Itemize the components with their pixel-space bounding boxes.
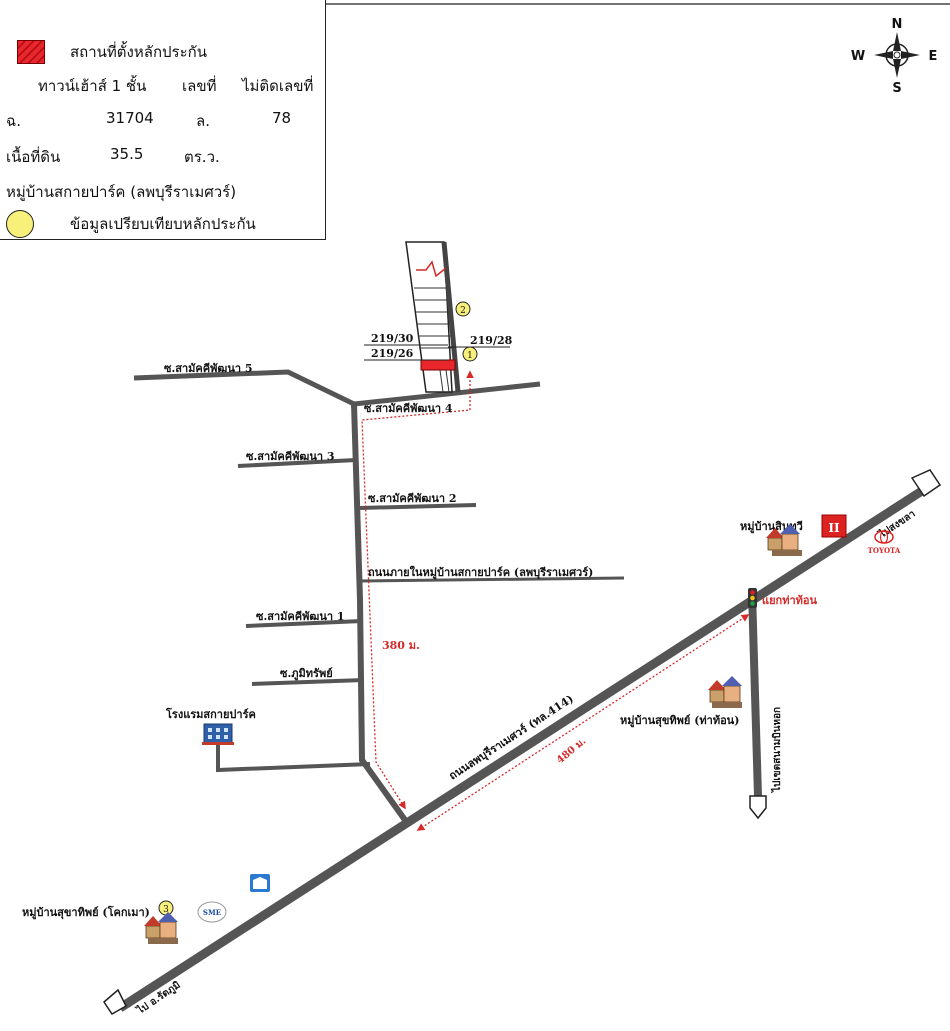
bank-logo-icon <box>250 874 270 892</box>
road-to-airport <box>748 591 762 797</box>
label-soi5: ซ.สามัคคีพัฒนา 5 <box>164 362 253 375</box>
sme-logo-icon: SME <box>197 901 227 923</box>
arrow-to-songkhla <box>910 469 942 498</box>
arrow-to-ratthaphum <box>103 988 127 1015</box>
label-dist-380: 380 ม. <box>382 639 420 652</box>
toyota-logo-icon: TOYOTA <box>868 530 901 555</box>
comparison-marker-3: 3 <box>158 900 174 916</box>
houses-icon-suthathip-khokmueang <box>144 912 178 944</box>
svg-text:II: II <box>828 521 840 535</box>
legend-house-no-value: ไม่ติดเลขที่ <box>242 77 314 95</box>
legend-area-value: 35.5 <box>110 145 144 163</box>
hotel-building-icon <box>202 723 234 745</box>
label-soi-phumsap: ซ.ภูมิทรัพย์ <box>280 667 333 681</box>
svg-text:2: 2 <box>460 306 466 316</box>
label-soi3: ซ.สามัคคีพัฒนา 3 <box>246 450 335 463</box>
legend-deed-no: 31704 <box>106 109 154 127</box>
label-village-suthathip-thathon: หมู่บ้านสุขทิพย์ (ท่าท้อน) <box>620 714 739 728</box>
route-380m <box>361 370 474 810</box>
legend-collateral-location: สถานที่ตั้งหลักประกัน <box>70 43 207 61</box>
plot-219-28: 219/28 <box>470 334 513 347</box>
comparison-marker-2: 2 <box>455 301 471 317</box>
legend-area-unit: ตร.ว. <box>184 148 220 166</box>
label-to-airport: ไปเขตสนามบินหอก <box>770 707 783 793</box>
traffic-light-icon <box>748 588 757 608</box>
label-main-village-road: ถนนภายในหมู่บ้านสกายปาร์ค (ลพบุรีราเมศวร… <box>368 565 593 580</box>
comparison-dot-icon <box>6 210 34 238</box>
label-soi1: ซ.สามัคคีพัฒนา 1 <box>256 610 345 623</box>
svg-text:E: E <box>929 49 938 64</box>
legend-house-no-label: เลขที่ <box>182 77 217 95</box>
route-480m <box>416 614 750 831</box>
svg-text:W: W <box>851 49 865 64</box>
soi-phumsap-road <box>251 678 365 686</box>
svg-text:1: 1 <box>467 351 473 361</box>
svg-text:SME: SME <box>203 908 221 917</box>
soi1-road <box>245 619 363 628</box>
hotel-road <box>216 744 371 773</box>
label-village-suthathip-khokmueang: หมู่บ้านสุขาทิพย์ (โคกเมา) <box>22 905 150 920</box>
legend-comparison-data: ข้อมูลเปรียบเทียบหลักประกัน <box>70 215 256 233</box>
plot-219-30: 219/30 <box>371 332 414 345</box>
svg-text:S: S <box>892 81 901 96</box>
arrow-to-airport <box>749 795 767 820</box>
label-soi2: ซ.สามัคคีพัฒนา 2 <box>368 492 457 505</box>
legend-land-no: 78 <box>272 109 292 127</box>
legend-deed-label: ฉ. <box>6 112 21 130</box>
legend-box: สถานที่ตั้งหลักประกัน ทาวน์เฮ้าส์ 1 ชั้น… <box>0 0 326 240</box>
label-dist-480: 480 ม. <box>555 736 588 767</box>
isuzu-logo-icon: II <box>821 514 847 538</box>
comparison-marker-1: 1 <box>462 346 478 362</box>
legend-property-type: ทาวน์เฮ้าส์ 1 ชั้น <box>38 77 147 95</box>
soi3-road <box>237 458 357 468</box>
svg-text:N: N <box>892 17 903 32</box>
label-soi4: ซ.สามัคคีพัฒนา 4 <box>364 402 453 415</box>
compass-rose-icon: N S W E <box>851 17 938 96</box>
houses-icon-suthathip-thathon <box>708 676 742 708</box>
legend-area-label: เนื้อที่ดิน <box>6 148 61 166</box>
village-main-road <box>351 403 408 822</box>
collateral-plot <box>420 359 456 371</box>
plot-219-26: 219/26 <box>371 347 414 360</box>
label-hotel: โรงแรมสกายปาร์ค <box>165 707 256 721</box>
legend-land-label: ล. <box>196 112 210 130</box>
label-junction: แยกท่าท้อน <box>762 594 817 607</box>
houses-icon-sinthawi <box>766 524 802 556</box>
collateral-swatch <box>17 40 45 64</box>
svg-text:TOYOTA: TOYOTA <box>868 546 901 555</box>
soi5-road <box>133 369 356 407</box>
label-highway: ถนนลพบุรีราเมศวร์ (ทล.414) <box>447 692 577 783</box>
legend-village: หมู่บ้านสกายปาร์ค (ลพบุรีราเมศวร์) <box>6 183 237 201</box>
svg-text:3: 3 <box>163 905 169 915</box>
soi2-road <box>359 503 477 510</box>
